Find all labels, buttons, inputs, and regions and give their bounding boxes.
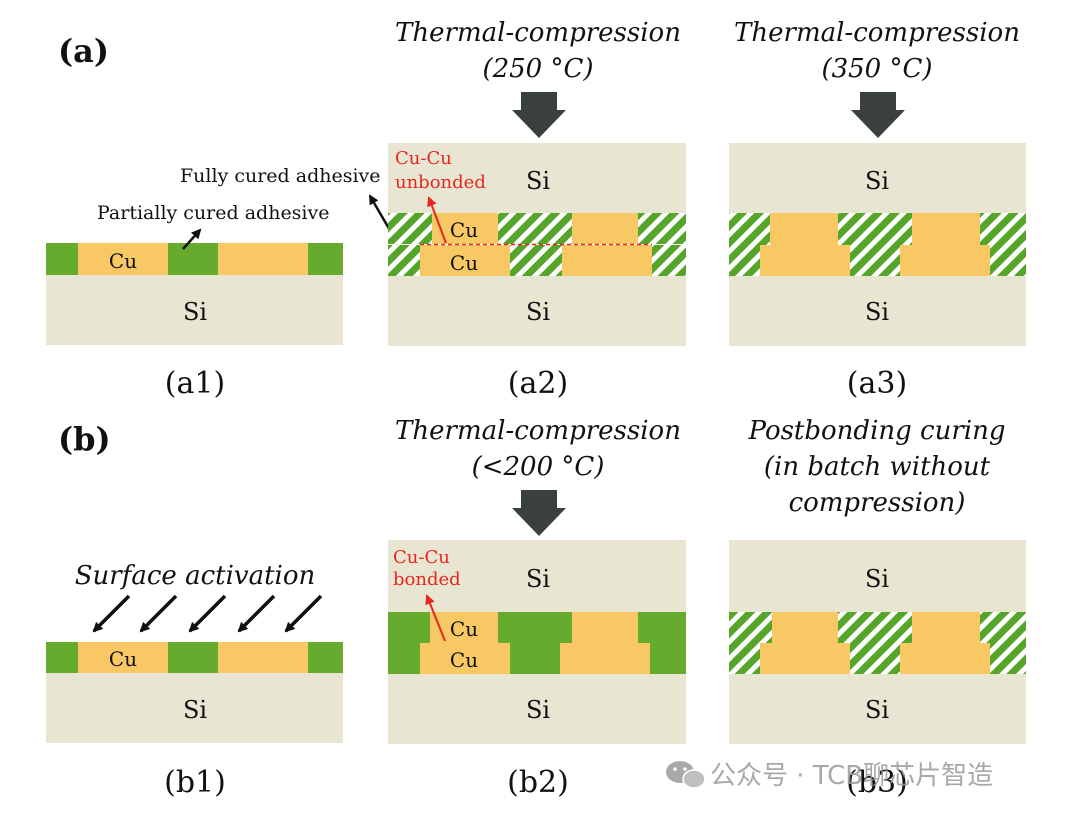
bonded-cu-pillar xyxy=(760,612,850,674)
wechat-icon xyxy=(666,761,706,789)
si-label: Si xyxy=(865,298,889,326)
panel-a3: Thermal-compression (350 °C) Si Si (a3) xyxy=(729,18,1026,401)
bonded-cu-pillar xyxy=(760,213,850,276)
fully-cured-adhesive-label: Fully cured adhesive xyxy=(180,165,381,187)
si-label: Si xyxy=(526,167,550,195)
cucu-status-label: unbonded xyxy=(395,172,486,193)
si-label: Si xyxy=(865,167,889,195)
si-top xyxy=(388,143,686,213)
cu-pad-top xyxy=(432,213,498,244)
pressure-arrow-icon xyxy=(512,92,566,138)
pressure-arrow-icon xyxy=(512,490,566,536)
partially-cured-adhesive xyxy=(168,243,218,275)
partially-cured-adhesive xyxy=(168,642,218,673)
si-substrate xyxy=(46,275,343,345)
panel-caption: (b2) xyxy=(507,765,569,800)
si-label: Si xyxy=(183,298,207,326)
temperature-label: (<200 °C) xyxy=(472,452,605,482)
panel-caption: (a1) xyxy=(165,366,225,401)
cucu-status-label: Cu-Cu xyxy=(393,547,450,568)
si-bottom xyxy=(388,276,686,346)
process-label: Thermal-compression xyxy=(395,18,681,48)
partially-cured-adhesive xyxy=(308,642,343,673)
cucu-status-label: bonded xyxy=(393,569,461,590)
si-top xyxy=(388,540,686,612)
si-label: Si xyxy=(865,565,889,593)
cu-pad-bottom xyxy=(420,245,510,276)
watermark-text: 公众号 · TCB聊芯片智造 xyxy=(710,761,993,791)
section-b-label: (b) xyxy=(58,420,111,458)
partially-cured-adhesive xyxy=(46,243,78,275)
partially-cured-adhesive xyxy=(308,243,343,275)
si-label: Si xyxy=(526,696,550,724)
temperature-label: (250 °C) xyxy=(482,54,593,84)
panel-b1: Surface activation Cu Si (b1) xyxy=(46,561,343,800)
si-bottom xyxy=(729,276,1026,346)
cu-label: Cu xyxy=(450,617,478,641)
partially-cured-adhesive-label: Partially cured adhesive xyxy=(97,202,330,224)
process-label: Postbonding curing xyxy=(748,416,1006,446)
process-label: compression) xyxy=(789,488,966,518)
process-label: Surface activation xyxy=(75,561,316,591)
process-label: Thermal-compression xyxy=(734,18,1020,48)
panel-caption: (a3) xyxy=(847,366,907,401)
partially-cured-pointer-arrow xyxy=(182,228,202,250)
unbonded-pointer-arrow xyxy=(427,196,447,244)
cu-pad xyxy=(218,243,308,275)
cucu-status-label: Cu-Cu xyxy=(395,148,452,169)
pressure-arrow-icon xyxy=(851,92,905,138)
si-label: Si xyxy=(526,298,550,326)
cu-label: Cu xyxy=(109,249,137,273)
panel-a1: Cu Si Fully cured adhesive Partially cur… xyxy=(46,165,400,401)
si-top xyxy=(729,143,1026,213)
cu-pad-top xyxy=(572,213,638,244)
temperature-label: (350 °C) xyxy=(821,54,932,84)
si-bottom xyxy=(388,674,686,744)
cu-pad-bottom xyxy=(562,245,652,276)
partially-cured-adhesive xyxy=(46,642,78,673)
process-label: Thermal-compression xyxy=(395,416,681,446)
section-a-label: (a) xyxy=(58,32,109,70)
si-top xyxy=(729,540,1026,612)
bonded-cu-pillar xyxy=(900,612,990,674)
panel-caption: (b1) xyxy=(164,765,226,800)
si-label: Si xyxy=(526,565,550,593)
cu-pad xyxy=(218,642,308,673)
panel-a2: Thermal-compression (250 °C) Cu Cu Si Si… xyxy=(388,18,686,401)
watermark: 公众号 · TCB聊芯片智造 xyxy=(666,761,993,791)
bonded-cu-pillar xyxy=(420,612,510,674)
bonded-cu-pillar xyxy=(900,213,990,276)
surface-activation-arrows-icon xyxy=(92,594,323,633)
process-label: (in batch without xyxy=(764,452,991,482)
si-label: Si xyxy=(865,696,889,724)
cu-label: Cu xyxy=(450,648,478,672)
cu-label: Cu xyxy=(450,218,478,242)
cu-label: Cu xyxy=(450,251,478,275)
si-bottom xyxy=(729,674,1026,744)
bonded-pointer-arrow xyxy=(425,594,446,642)
panel-caption: (b3) xyxy=(846,765,908,800)
panel-caption: (a2) xyxy=(508,366,568,401)
si-substrate xyxy=(46,673,343,743)
cu-pad xyxy=(78,642,168,673)
panel-b2: Thermal-compression (<200 °C) Cu Cu Si S… xyxy=(388,416,686,800)
cu-pad xyxy=(78,243,168,275)
bonded-cu-pillar xyxy=(560,612,650,674)
si-label: Si xyxy=(183,696,207,724)
panel-b3: Postbonding curing (in batch without com… xyxy=(729,416,1026,800)
cu-label: Cu xyxy=(109,647,137,671)
